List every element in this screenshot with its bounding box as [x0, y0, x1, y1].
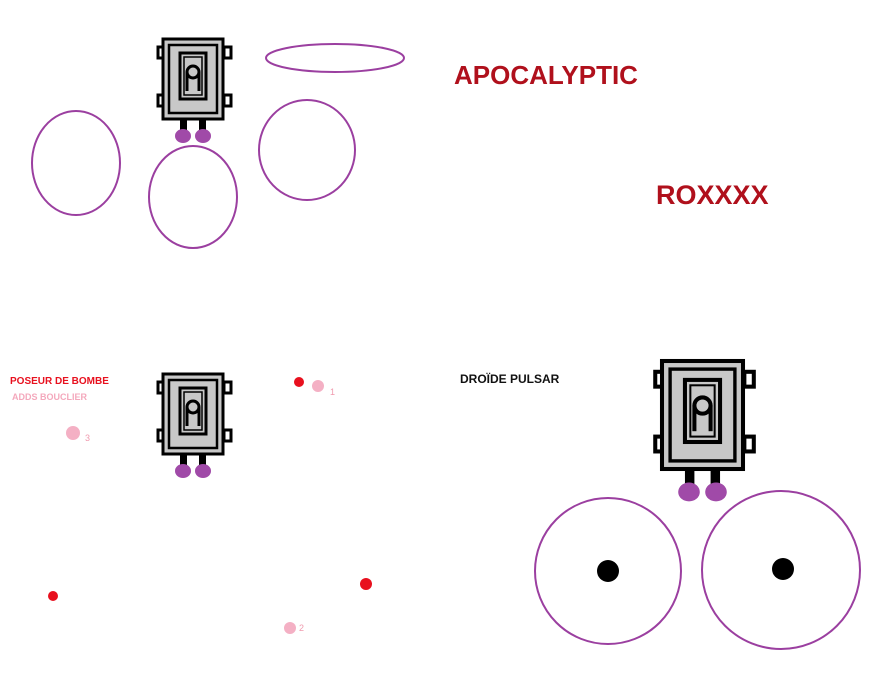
robot-icon: [655, 361, 754, 501]
halo-ellipse: [265, 43, 405, 73]
label-droide-pulsar: DROÏDE PULSAR: [460, 372, 560, 386]
label-adds-bouclier: ADDS BOUCLIER: [12, 392, 88, 402]
pink-dot-icon: [312, 380, 324, 392]
red-dot-icon: [360, 578, 372, 590]
black-dot-icon: [772, 558, 794, 580]
title-apocalyptic: APOCALYPTIC: [454, 60, 638, 90]
red-dot-icon: [48, 591, 58, 601]
shield-circle-right: [258, 99, 356, 201]
robot-icon: [156, 37, 233, 145]
marker-number-1: 1: [330, 387, 336, 397]
shield-circle-bottom: [148, 145, 238, 249]
shield-circle-left: [31, 110, 121, 216]
pulsar-circle-left: [534, 497, 682, 645]
pink-dot-icon: [284, 622, 296, 634]
label-poseur-de-bombe: POSEUR DE BOMBE: [10, 376, 109, 387]
title-roxxxx: ROXXXX: [656, 180, 769, 210]
marker-number-3: 3: [85, 433, 91, 443]
black-dot-icon: [597, 560, 619, 582]
robot-icon: [156, 372, 233, 480]
pink-dot-icon: [66, 426, 80, 440]
pulsar-circle-right: [701, 490, 861, 650]
red-dot-icon: [294, 377, 304, 387]
marker-number-2: 2: [299, 623, 305, 633]
